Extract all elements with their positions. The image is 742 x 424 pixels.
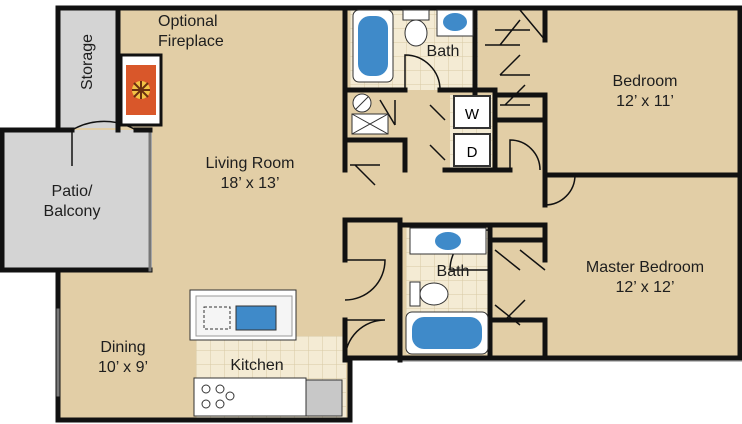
living-room-size: 18’ x 13’ <box>220 175 280 192</box>
toilet-mid <box>409 281 449 307</box>
patio-label: Patio/ Balcony <box>22 182 122 222</box>
toilet-top <box>402 9 430 47</box>
dining-label: Dining 10’ x 9’ <box>78 338 168 378</box>
washer: W <box>453 95 491 129</box>
living-room-label: Living Room 18’ x 13’ <box>180 154 320 194</box>
fireplace-icon <box>126 65 156 115</box>
master-bedroom-label: Master Bedroom 12’ x 12’ <box>570 258 720 298</box>
dryer-label: D <box>467 144 478 161</box>
bedroom-name: Bedroom <box>612 73 678 90</box>
stove-icon <box>201 384 235 409</box>
bath-top-label: Bath <box>426 43 460 60</box>
patio-floor <box>2 130 152 270</box>
dining-size: 10’ x 9’ <box>97 359 149 376</box>
fireplace-label-line2: Fireplace <box>158 33 224 50</box>
bedroom-size: 12’ x 11’ <box>616 93 674 110</box>
patio-label-line2: Balcony <box>43 203 101 220</box>
bathtub-mid <box>405 311 489 355</box>
washer-label: W <box>465 106 480 123</box>
bath-mid-label: Bath <box>436 263 470 280</box>
walls <box>0 5 742 423</box>
storage-label: Storage <box>79 33 96 90</box>
dining-name: Dining <box>100 339 146 356</box>
sink-top <box>436 9 474 37</box>
bedroom-label: Bedroom 12’ x 11’ <box>590 72 700 112</box>
water-heater-icon <box>351 93 389 135</box>
kitchen-label: Kitchen <box>230 357 284 374</box>
master-bedroom-size: 12’ x 12’ <box>615 279 675 296</box>
sink-mid <box>409 227 487 255</box>
dryer: D <box>453 133 491 167</box>
fireplace-label: Optional Fireplace <box>158 12 224 52</box>
kitchen-counter <box>189 289 343 417</box>
bathtub-top <box>352 9 394 83</box>
living-room-name: Living Room <box>205 155 295 172</box>
fireplace-label-line1: Optional <box>158 13 218 30</box>
storage-floor <box>60 8 118 128</box>
patio-label-line1: Patio/ <box>51 183 93 200</box>
master-bedroom-name: Master Bedroom <box>585 259 705 276</box>
